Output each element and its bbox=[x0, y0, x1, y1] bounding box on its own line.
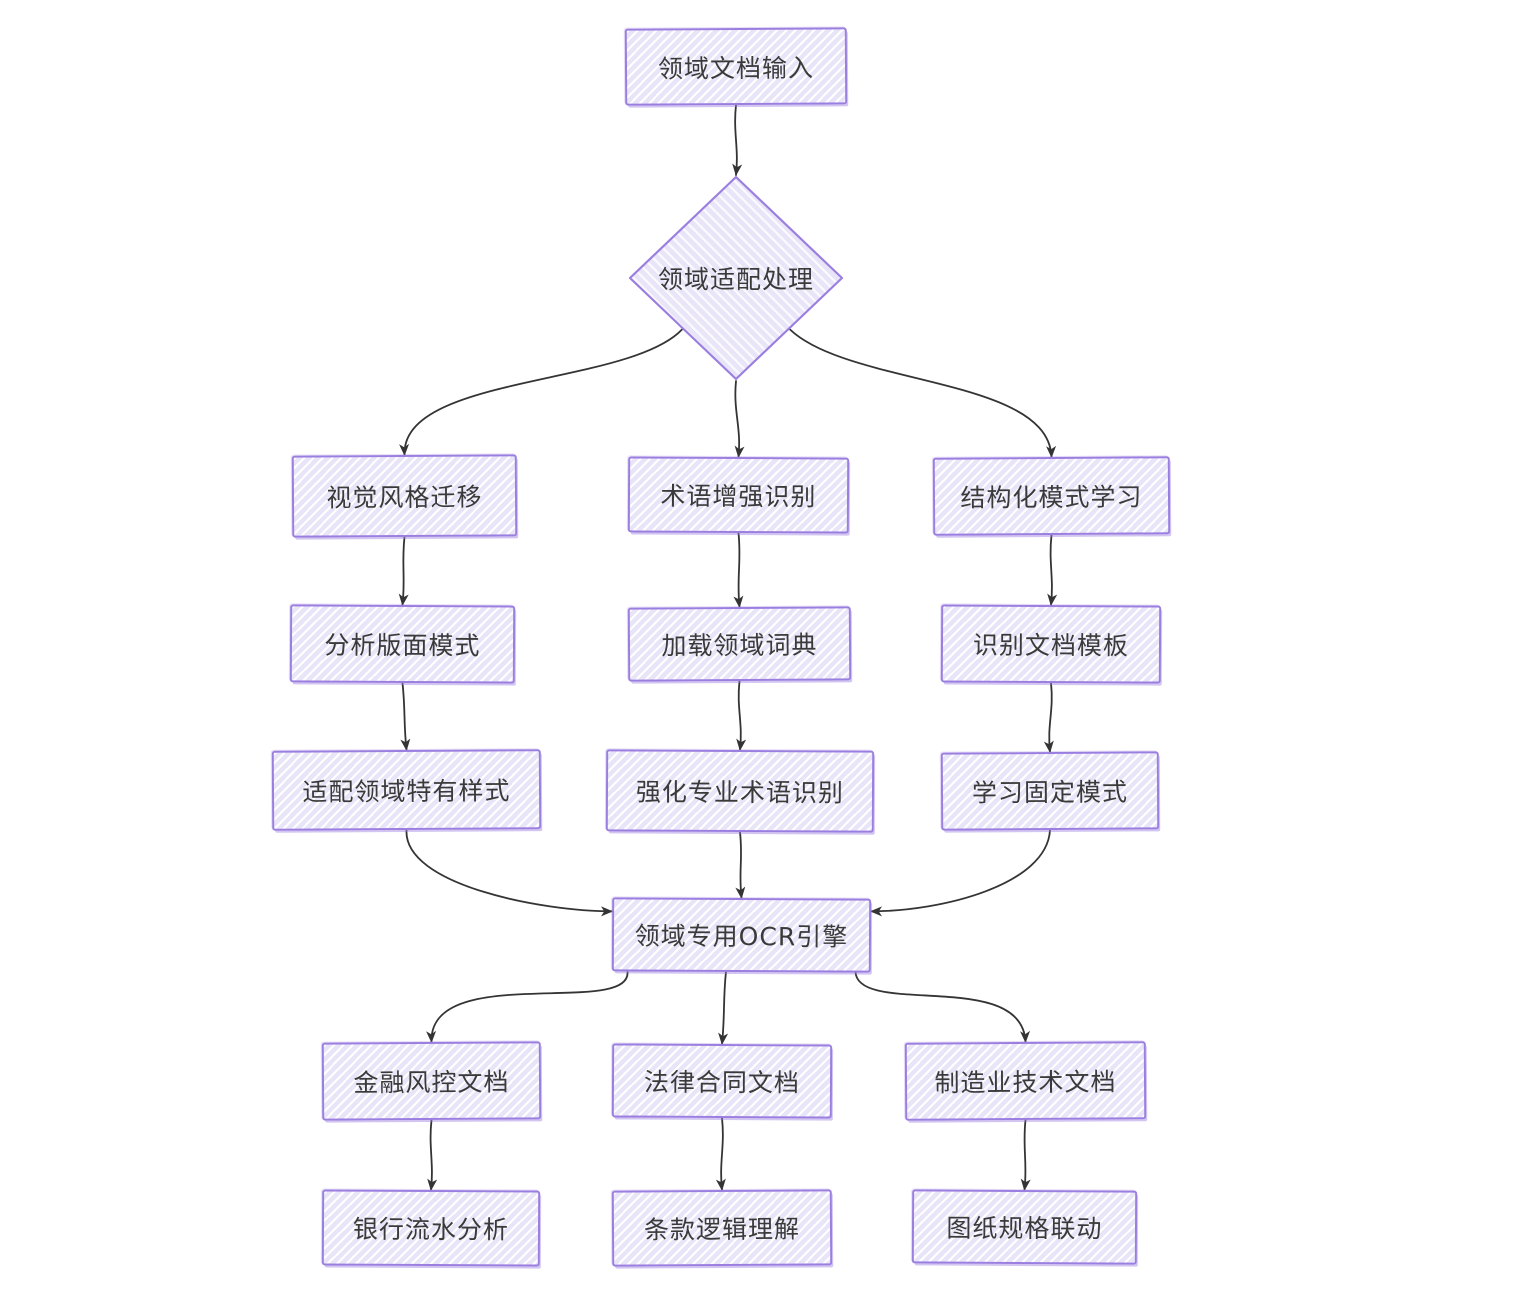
node-input: 领域文档输入 bbox=[624, 27, 848, 106]
node-label: 术语增强识别 bbox=[660, 481, 817, 512]
node-label: 强化专业术语识别 bbox=[635, 777, 845, 808]
node-label: 银行流水分析 bbox=[352, 1214, 510, 1245]
node-label: 图纸规格联动 bbox=[946, 1213, 1103, 1244]
node-fixed: 学习固定模式 bbox=[940, 751, 1160, 831]
node-layout: 分析版面模式 bbox=[289, 604, 516, 684]
node-adapt: 领域适配处理 bbox=[628, 175, 844, 381]
node-label: 领域专用OCR引擎 bbox=[634, 921, 849, 952]
node-adaptstyle: 适配领域特有样式 bbox=[271, 749, 542, 831]
node-dict: 加载领域词典 bbox=[627, 606, 852, 682]
node-label: 学习固定模式 bbox=[971, 777, 1129, 808]
node-label: 识别文档模板 bbox=[972, 630, 1130, 661]
node-label: 领域文档输入 bbox=[657, 53, 815, 83]
node-bank: 银行流水分析 bbox=[321, 1189, 541, 1267]
node-legal: 法律合同文档 bbox=[611, 1043, 833, 1119]
node-template: 识别文档模板 bbox=[940, 604, 1162, 684]
node-label: 视觉风格迁移 bbox=[326, 482, 483, 513]
node-struct: 结构化模式学习 bbox=[932, 456, 1171, 536]
node-drawing: 图纸规格联动 bbox=[911, 1189, 1138, 1265]
node-label: 金融风控文档 bbox=[353, 1067, 510, 1098]
node-ocr: 领域专用OCR引擎 bbox=[611, 897, 872, 973]
node-finance: 金融风控文档 bbox=[321, 1041, 542, 1121]
diamond-shape bbox=[628, 175, 844, 381]
node-term: 术语增强识别 bbox=[627, 456, 850, 534]
node-label: 适配领域特有样式 bbox=[302, 776, 511, 807]
node-strengthen: 强化专业术语识别 bbox=[605, 749, 875, 833]
node-label: 加载领域词典 bbox=[661, 630, 818, 661]
node-clause: 条款逻辑理解 bbox=[611, 1189, 833, 1267]
node-label: 制造业技术文档 bbox=[934, 1067, 1117, 1098]
node-label: 结构化模式学习 bbox=[960, 482, 1143, 513]
node-style: 视觉风格迁移 bbox=[291, 454, 518, 538]
node-manu: 制造业技术文档 bbox=[904, 1041, 1147, 1121]
node-label: 法律合同文档 bbox=[643, 1067, 801, 1098]
node-label: 领域适配处理 bbox=[657, 265, 814, 294]
node-label: 条款逻辑理解 bbox=[643, 1214, 801, 1245]
node-label: 分析版面模式 bbox=[324, 630, 481, 661]
